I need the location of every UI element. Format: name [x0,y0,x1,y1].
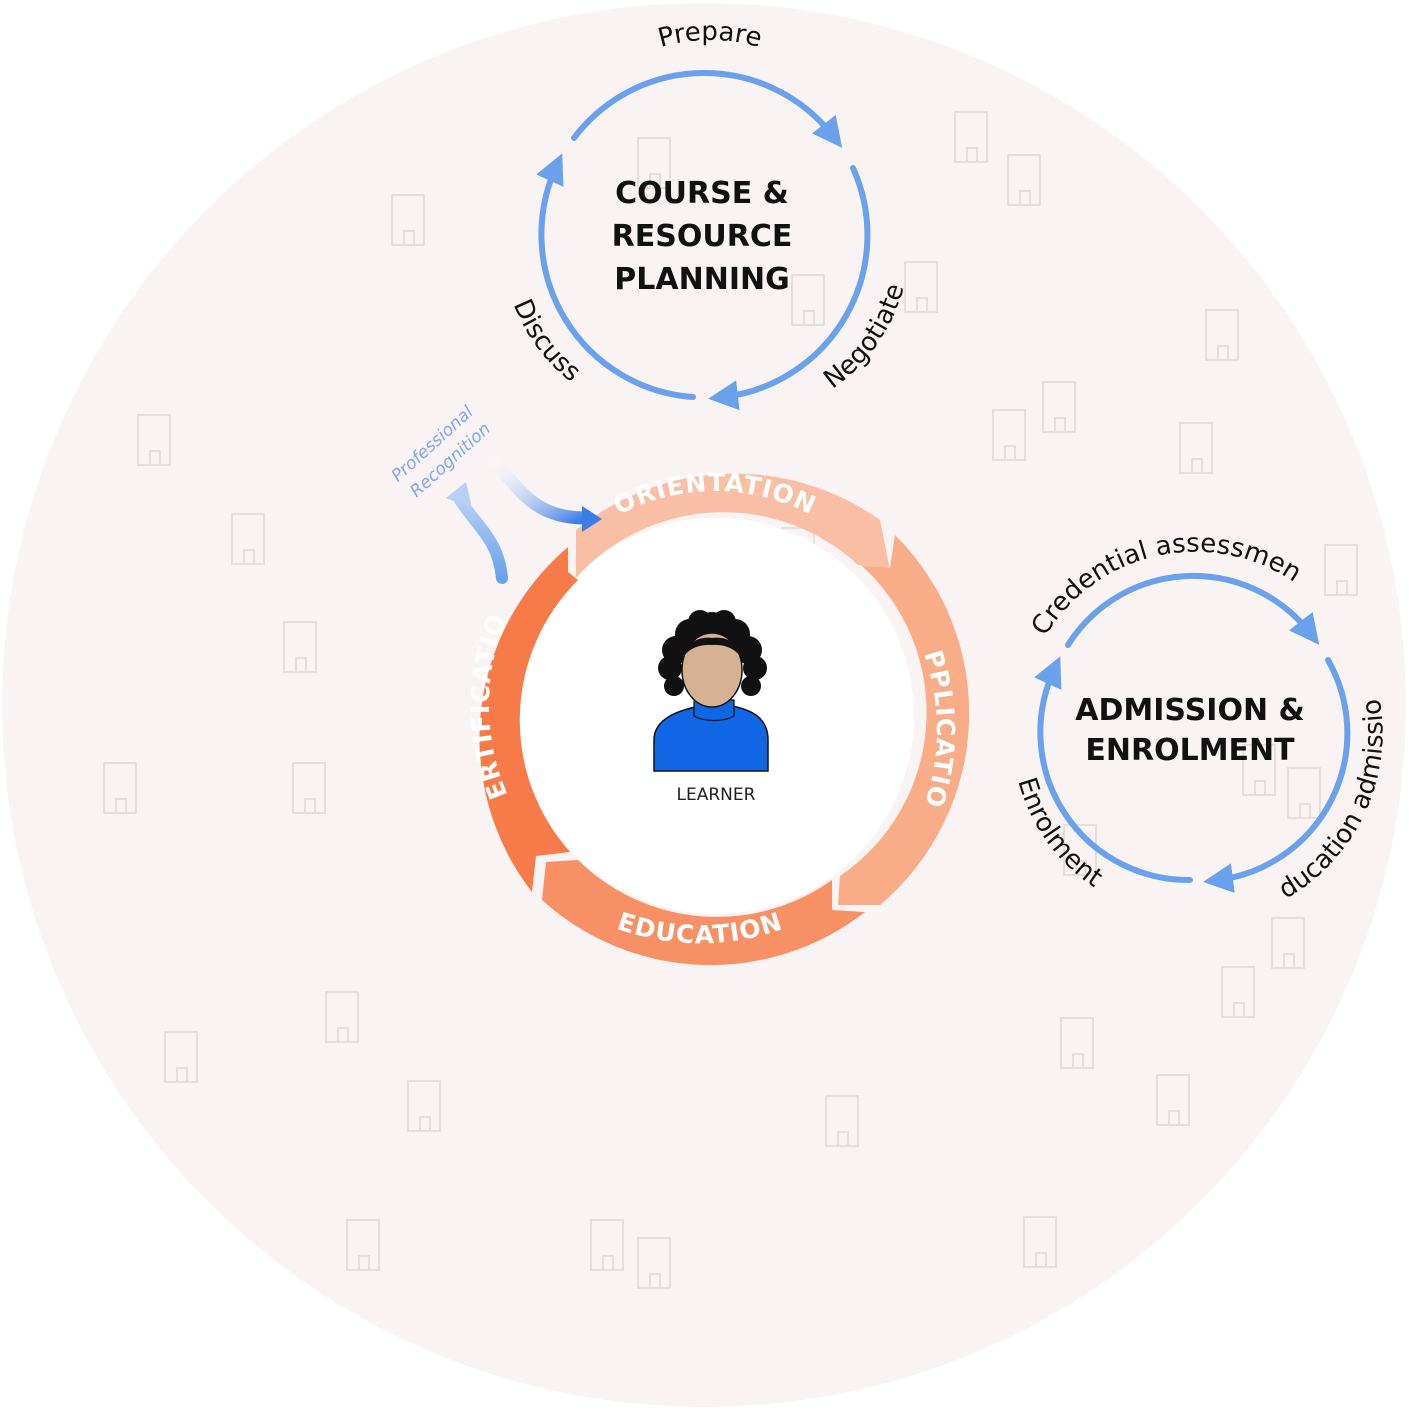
professional-recognition-arrow-in [488,455,592,525]
building-icon [1007,154,1041,206]
course-title-line2: RESOURCE [612,219,793,254]
cycle-arrow-credential [1065,572,1320,648]
cycle-arrow-enrolment [1034,656,1193,884]
building-icon [992,409,1026,461]
building-icon [590,1219,624,1271]
building-icon [825,1095,859,1147]
building-icon [1271,917,1305,969]
cycle-arrow-negotiate [708,165,871,411]
building-icon [1287,767,1321,819]
segment-application [838,535,970,905]
building-icon [103,762,137,814]
learner-label: LEARNER [677,785,756,805]
building-icon [904,261,938,313]
professional-recognition-arrow-out [454,494,508,584]
building-icon [137,414,171,466]
building-icon [1023,1216,1057,1268]
segment-education [542,860,865,966]
course-title-line3: PLANNING [614,262,789,297]
course-title-line1: COURSE & [615,176,789,211]
building-icon [391,194,425,246]
building-icon [1042,381,1076,433]
cycle-arrow-prepare [571,70,843,148]
building-icon [637,137,671,189]
admission-title-line1: ADMISSION & [1075,693,1304,728]
building-icon [292,762,326,814]
cycle-arrow-admission [1203,657,1351,893]
professional-recognition-arrowhead-in [582,506,602,532]
building-icon [1221,966,1255,1018]
building-icon [637,1237,671,1289]
building-icon [407,1080,441,1132]
building-icon [325,991,359,1043]
admission-title-line2: ENROLMENT [1085,733,1295,768]
building-icon [231,513,265,565]
building-icon [1242,744,1276,796]
building-icon [1060,1017,1094,1069]
building-icon [1205,309,1239,361]
building-icon [791,274,825,326]
professional-recognition-arrowhead-out [446,482,472,508]
segment-certification [479,547,578,892]
building-icon [1324,544,1358,596]
building-icon [1156,1074,1190,1126]
building-icon [283,621,317,673]
building-icon [346,1219,380,1271]
segment-orientation [576,473,890,578]
person-avatar-icon [653,610,769,772]
building-icon [1179,422,1213,474]
building-icon [164,1031,198,1083]
cycle-arrow-discuss [536,153,696,400]
building-icon [954,111,988,163]
